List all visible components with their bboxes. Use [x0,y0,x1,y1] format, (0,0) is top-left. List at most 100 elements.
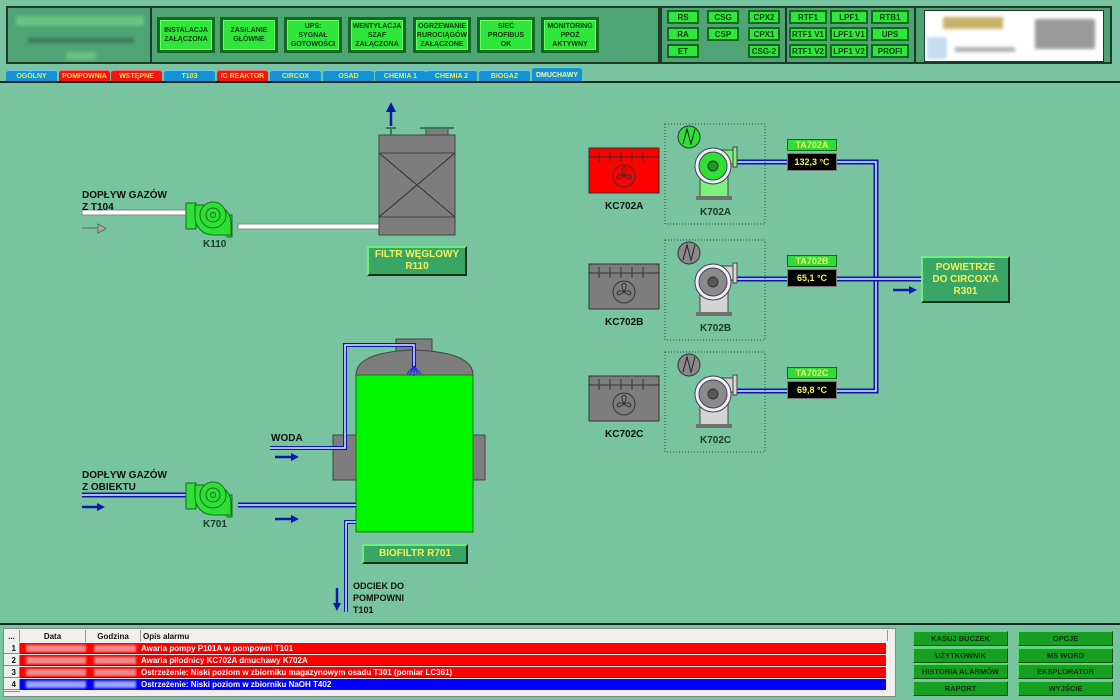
device-button-cpx2[interactable]: CPX2 [748,10,780,24]
alarm-date [26,669,86,676]
cooler-kc702c-icon[interactable] [588,375,660,422]
company-subtitle [28,38,134,43]
temp-sensor-tag[interactable]: TA702B [787,255,837,267]
temp-readout: 69,8 °C [787,381,837,399]
tab-circox[interactable]: CIRCOX [270,70,321,82]
device-button-rtb1[interactable]: RTB1 [871,10,909,24]
flow-arrow-icon [275,453,299,461]
blower-k702c-icon[interactable] [694,374,738,428]
vent-arrow-icon [386,102,396,126]
tab-chemia-1[interactable]: CHEMIA 1 [375,70,426,82]
device-button-ra[interactable]: RA [667,27,699,41]
blower-frame [664,123,766,225]
status-button[interactable]: OGRZEWANIE RUROCIĄGÓW ZAŁĄCZONE [413,17,471,53]
cmd-raport[interactable]: RAPORT [913,680,1008,696]
col-header-index[interactable]: ... [4,630,20,642]
flow-arrow-icon [893,286,917,294]
carbon-filter-tank[interactable] [378,127,456,236]
temp-sensor-tag[interactable]: TA702C [787,367,837,379]
cmd-eksplorator[interactable]: EKSPLORATOR [1018,664,1113,679]
tab-dmuchawy[interactable]: DMUCHAWY [532,67,582,82]
pipe-drain [344,520,356,612]
alarm-date [26,657,86,664]
tab-chemia-2[interactable]: CHEMIA 2 [426,70,477,82]
info-display [924,10,1104,62]
alarm-empty-row [4,691,20,697]
status-button[interactable]: SIEĆ PROFIBUS OK [477,17,535,53]
status-button[interactable]: INSTALACJA ZAŁĄCZONA [157,17,215,53]
cmd-wyjście[interactable]: WYJŚCIE [1018,680,1113,696]
col-header-date[interactable]: Data [20,630,86,642]
motor-k702c-icon [677,353,701,377]
cooler-kc702b-icon[interactable] [588,263,660,310]
cooler-label: KC702B [605,317,644,328]
tab-pompownia[interactable]: POMPOWNIA [59,70,110,82]
carbon-filter-name[interactable]: FILTR WĘGLOWY R110 [367,246,467,276]
col-header-description[interactable]: Opis alarmu [141,630,888,642]
tab-ogólny[interactable]: OGÓLNY [6,70,57,82]
tab-osad[interactable]: OSAD [323,70,374,82]
col-header-time[interactable]: Godzina [86,630,141,642]
status-button[interactable]: ZASILANIE GŁÓWNE [220,17,278,53]
cmd-opcje[interactable]: OPCJE [1018,631,1113,646]
alarm-time [94,669,136,676]
alarm-row-index: 1 [4,643,20,654]
biofilter-tank[interactable] [332,338,486,533]
pipe-object-inlet [82,492,356,508]
air-out-name[interactable]: POWIETRZE DO CIRCOX'A R301 [921,256,1010,303]
blower-label: K702B [700,323,732,334]
device-button-lpf1[interactable]: LPF1 [830,10,868,24]
fan-k701-icon[interactable] [185,481,233,518]
device-button-rs[interactable]: RS [667,10,699,24]
water-label: WODA [271,433,303,444]
device-button-lpf1-v1[interactable]: LPF1 V1 [830,27,868,41]
fan-k701-label: K701 [203,519,227,530]
cmd-historia-alarmów[interactable]: HISTORIA ALARMÓW [913,664,1008,679]
inlet-t104-label: DOPŁYW GAZÓW Z T104 [82,190,167,213]
alarm-description: Ostrzeżenie: Niski poziom w zbiorniku Na… [141,680,332,689]
blower-label: K702C [700,435,732,446]
cmd-kasuj-buczek[interactable]: KASUJ BUCZEK [913,631,1008,646]
status-button[interactable]: MONITORING PPOŻ AKTYWNY [541,17,599,53]
tab-wstępne[interactable]: WSTĘPNE [111,70,162,82]
status-button[interactable]: WENTYLACJA SZAF ZAŁĄCZONA [348,17,406,53]
device-button-et[interactable]: ET [667,44,699,58]
device-button-csg-2[interactable]: CSG-2 [748,44,780,58]
device-button-rtf1[interactable]: RTF1 [789,10,827,24]
blower-k702b-icon[interactable] [694,262,738,316]
blower-label: K702A [700,207,732,218]
panel-divider [785,6,787,64]
blower-frame [664,351,766,453]
tab-biogaz[interactable]: BIOGAZ [479,70,530,82]
inlet-object-label: DOPŁYW GAZÓW Z OBIEKTU [82,470,167,493]
cooler-kc702a-icon[interactable] [588,147,660,194]
status-button[interactable]: UPS: SYGNAŁ GOTOWOŚCI [284,17,342,53]
device-button-csg[interactable]: CSG [707,10,739,24]
device-button-ups[interactable]: UPS [871,27,909,41]
device-button-csp[interactable]: CSP [707,27,739,41]
blower-k702a-icon[interactable] [694,146,738,200]
alarm-time [94,681,136,688]
flow-arrow-icon [82,503,105,511]
device-button-cpx1[interactable]: CPX1 [748,27,780,41]
alarm-scrollbar[interactable] [886,641,894,695]
biofilter-name[interactable]: BIOFILTR R701 [362,544,468,564]
tab-ic-reaktor[interactable]: IC REAKTOR [217,70,268,82]
logo-panel [6,6,152,64]
alarm-date [26,645,86,652]
device-button-rtf1-v1[interactable]: RTF1 V1 [789,27,827,41]
device-button-profi[interactable]: PROFI [871,44,909,58]
temp-sensor-tag[interactable]: TA702A [787,139,837,151]
device-button-rtf1-v2[interactable]: RTF1 V2 [789,44,827,58]
pipe-water [270,343,422,450]
device-button-lpf1-v2[interactable]: LPF1 V2 [830,44,868,58]
fan-k110-icon[interactable] [185,201,233,238]
cmd-ms-word[interactable]: MS WORD [1018,647,1113,663]
cmd-użytkownik[interactable]: UŻYTKOWNIK [913,647,1008,663]
tab-t103[interactable]: T103 [164,70,215,82]
